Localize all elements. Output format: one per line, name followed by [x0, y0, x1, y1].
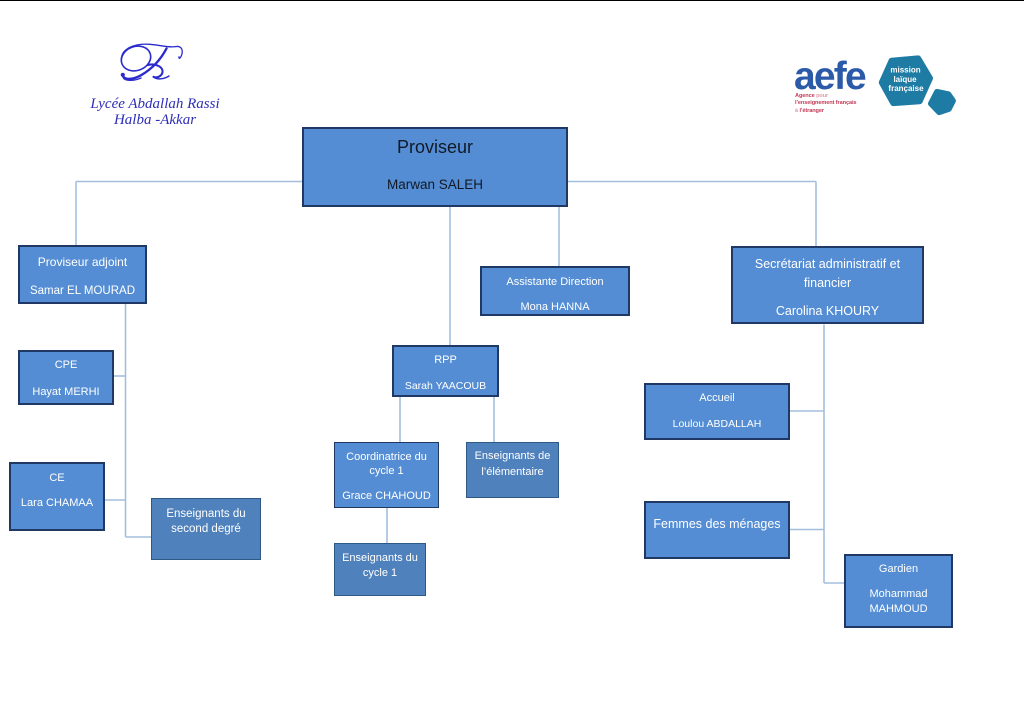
- svg-text:laïque: laïque: [893, 75, 917, 84]
- svg-text:mission: mission: [890, 66, 920, 75]
- svg-text:française: française: [888, 84, 924, 93]
